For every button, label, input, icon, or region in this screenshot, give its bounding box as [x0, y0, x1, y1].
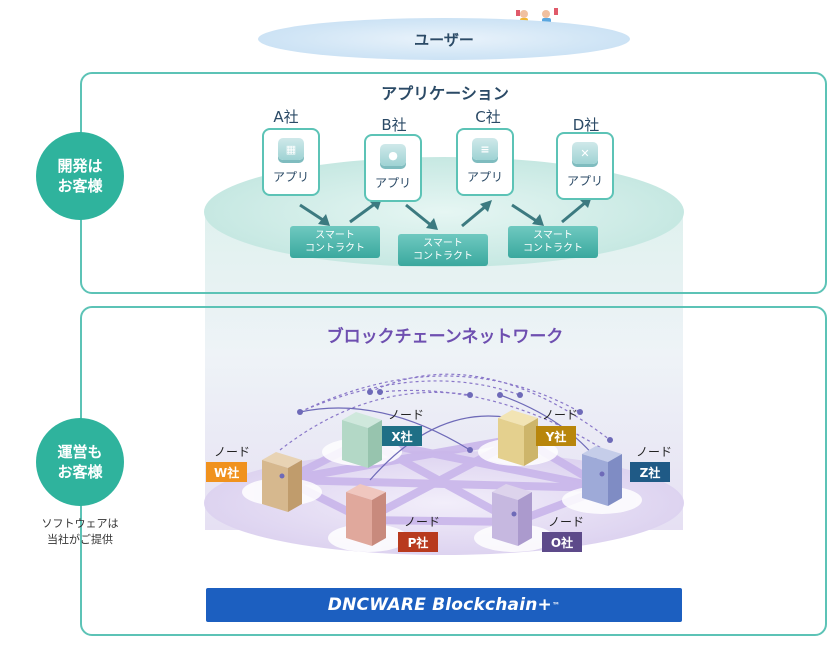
server-y-icon [498, 410, 538, 466]
app-b-label: アプリ [374, 176, 411, 190]
server-icons [262, 410, 622, 546]
operator-line2: お客様 [57, 463, 103, 481]
smart-contract-2: スマート コントラクト [398, 234, 488, 266]
arc-dots [297, 389, 613, 453]
blockchain-title: ブロックチェーンネットワーク [326, 327, 564, 347]
app-list-icon: ≡ [472, 138, 498, 160]
contract-2-line2: コントラクト [413, 251, 473, 262]
note-line2: 当社がご提供 [47, 533, 113, 546]
company-c-label: C社 [475, 108, 501, 126]
app-b: ● アプリ [364, 134, 422, 202]
network-arcs [279, 373, 621, 461]
user-area: ユーザー [258, 18, 630, 60]
server-p-icon [346, 484, 386, 546]
contract-3-line1: スマート [533, 230, 573, 241]
operator-circle: 運営も お客様 [36, 418, 124, 506]
node-x-tag: X社 [382, 426, 422, 446]
node-o-label: ノード [548, 515, 585, 529]
software-note: ソフトウェアは 当社がご提供 [20, 516, 140, 548]
company-b-label: B社 [381, 116, 407, 134]
contract-1-line1: スマート [315, 230, 355, 241]
app-a-label: アプリ [272, 170, 309, 184]
node-y-label: ノード [542, 408, 579, 422]
app-d-label: アプリ [566, 174, 603, 188]
note-line1: ソフトウェアは [41, 517, 119, 530]
contract-2-line1: スマート [423, 238, 463, 249]
node-p-label: ノード [404, 515, 441, 529]
node-z-tag: Z社 [630, 462, 670, 482]
app-c-label: アプリ [466, 170, 503, 184]
application-title: アプリケーション [381, 84, 509, 103]
server-o-icon [492, 484, 532, 546]
app-a: ▦ アプリ [262, 128, 320, 196]
brand-name: DNCWARE Blockchain+ [327, 595, 552, 615]
node-p-tag: P社 [398, 532, 438, 552]
smart-contract-3: スマート コントラクト [508, 226, 598, 258]
node-o-tag: O社 [542, 532, 582, 552]
app-circle-icon: ● [380, 144, 406, 166]
contract-3-line2: コントラクト [523, 243, 583, 254]
node-w-tag: W社 [206, 462, 248, 482]
app-c: ≡ アプリ [456, 128, 514, 196]
server-w-icon [262, 452, 302, 512]
server-x-icon [342, 412, 382, 468]
node-w-label: ノード [214, 445, 251, 459]
trademark-mark: ™ [552, 600, 561, 610]
smart-contract-1: スマート コントラクト [290, 226, 380, 258]
app-cross-icon: ✕ [572, 142, 598, 164]
node-z-label: ノード [636, 445, 673, 459]
app-grid-icon: ▦ [278, 138, 304, 160]
company-a-label: A社 [273, 108, 299, 126]
company-d-label: D社 [572, 116, 600, 134]
brand-bar: DNCWARE Blockchain+™ [206, 588, 682, 622]
server-z-icon [582, 446, 622, 506]
operation-panel [80, 306, 827, 636]
node-y-tag: Y社 [536, 426, 576, 446]
contract-1-line2: コントラクト [305, 243, 365, 254]
node-x-label: ノード [388, 408, 425, 422]
app-d: ✕ アプリ [556, 132, 614, 200]
developer-circle: 開発は お客様 [36, 132, 124, 220]
developer-line1: 開発は [57, 157, 103, 175]
user-label: ユーザー [414, 30, 474, 49]
developer-line2: お客様 [57, 177, 103, 195]
operator-line1: 運営も [57, 443, 103, 461]
